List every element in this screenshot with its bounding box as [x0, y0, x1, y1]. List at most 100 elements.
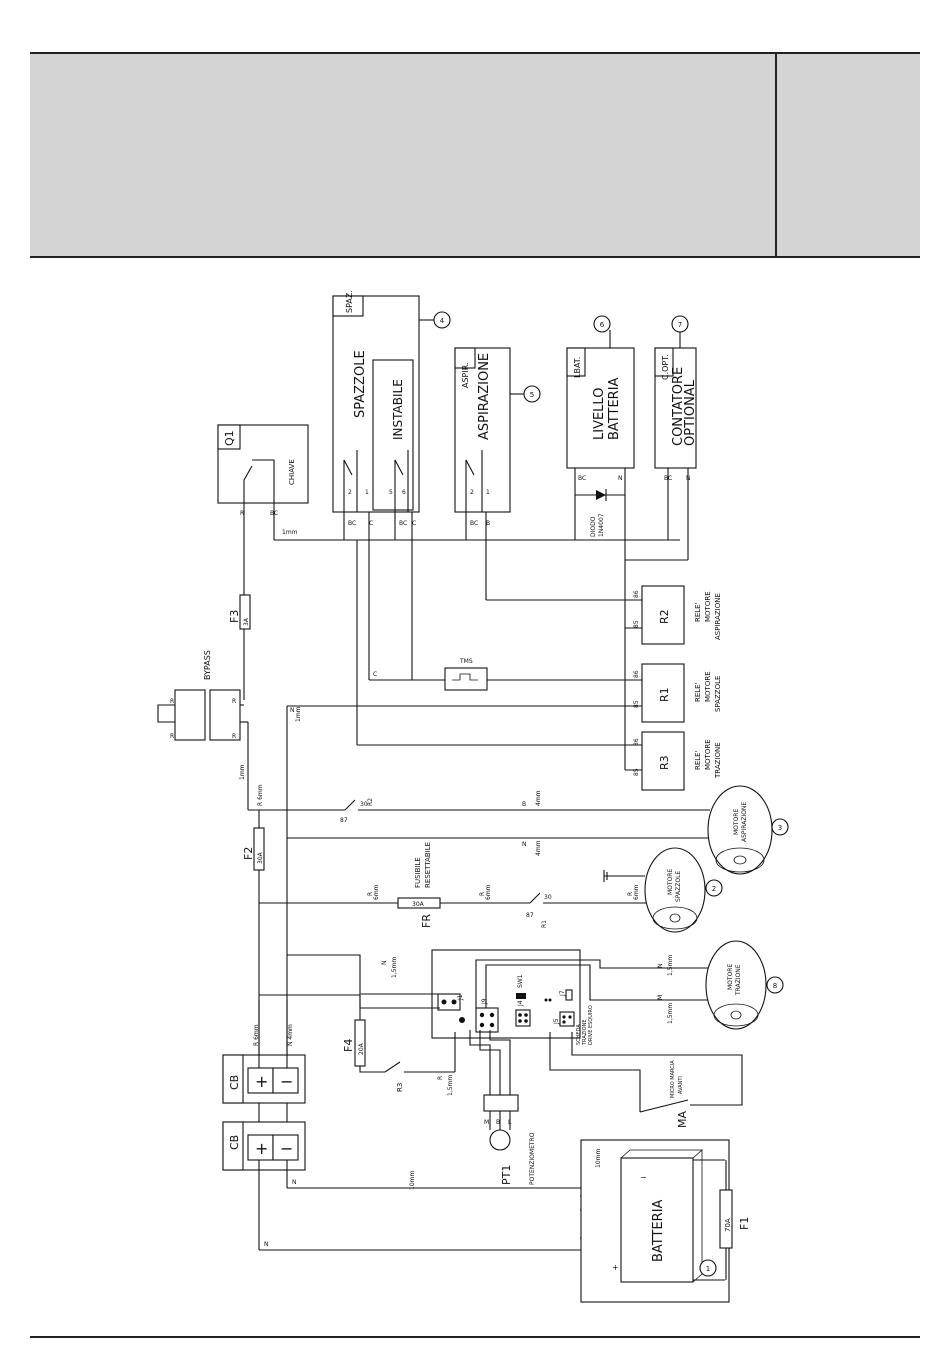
motor-trazione: MOTORE TRAZIONE [705, 940, 768, 1030]
callout: 5 [523, 385, 541, 403]
wire-gauge: 10mm [595, 1149, 602, 1168]
wire-label: N [292, 1179, 297, 1186]
wire-label: R [232, 733, 236, 740]
relay-pin: 85 [633, 700, 640, 708]
wire-gauge: 6mm [373, 884, 380, 900]
title-block [30, 52, 920, 258]
relay-pin: 86 [633, 738, 640, 746]
wire-label: C [373, 671, 377, 678]
wire-gauge: 1mm [239, 764, 246, 780]
callout: 8 [766, 976, 784, 994]
callout-number: 4 [440, 317, 445, 325]
callout: 2 [705, 879, 723, 897]
wire-label: N [618, 475, 623, 482]
relay-pin: 86 [633, 590, 640, 598]
wire-label: N [290, 707, 295, 714]
pin-label: 6 [402, 489, 406, 496]
wire-gauge: 6mm [485, 884, 492, 900]
q1-label: Q1 [223, 430, 236, 446]
relay-id: R3 [658, 755, 671, 770]
battery-plus: + [612, 1263, 619, 1272]
wire-label: C [412, 520, 416, 527]
spaz-module: SPAZ. SPAZZOLE INSTABILE 2 1 5 6 [332, 290, 435, 513]
wire-label: M [657, 995, 664, 1000]
fuse-id: F4 [342, 1039, 355, 1052]
wire-gauge: 6mm [633, 884, 640, 900]
diode-1n4007: DIODO 1N4007 [575, 489, 625, 537]
board-text: SCHEDA [576, 1024, 582, 1045]
relay-pin: 87 [526, 912, 534, 919]
fuse-rating: 3A [243, 617, 250, 626]
motor-text: MOTORE [727, 964, 734, 990]
motor-aspirazione: MOTORE ASPIRAZIONE [707, 785, 780, 875]
relay-text: MOTORE [704, 671, 712, 702]
wire-label: BC [470, 520, 478, 527]
instabile-label: INSTABILE [391, 379, 405, 440]
minus-terminal: − [280, 1072, 293, 1091]
cb-id: CB [228, 1135, 241, 1150]
wire-label: R [437, 1076, 444, 1080]
wire-label: M [484, 1119, 489, 1126]
relay-id: R3 [396, 1083, 404, 1092]
fuse-rating: 30A [257, 851, 264, 864]
wire-label: B [486, 520, 490, 527]
wire-label: N [264, 1241, 269, 1248]
ma-id: MA [676, 1111, 689, 1128]
pin-label: 2 [470, 489, 474, 496]
wire-label: B [522, 801, 526, 808]
wire-label: N 4mm [287, 1024, 294, 1046]
circuit-breaker-lower: CB + − [222, 1121, 306, 1171]
wire-label: R [232, 698, 236, 705]
wire-label: R [170, 733, 174, 740]
aspir-module: ASPIR. ASPIRAZIONE 2 1 [454, 347, 524, 513]
fuse-text: RESETTABILE [424, 842, 432, 888]
title-block-main [30, 52, 777, 258]
wire-label: B [496, 1119, 500, 1126]
wire-label: BC [348, 520, 356, 527]
wire-label: R [240, 510, 244, 517]
switch-id: SW1 [517, 974, 524, 988]
chiave-label: CHIAVE [288, 459, 296, 485]
contatore-label: CONTATORE [671, 367, 686, 446]
wire-label: N [381, 961, 388, 966]
relay-text: RELE' [694, 602, 702, 622]
wire-gauge: 1,5mm [667, 955, 674, 976]
circuit-breaker-upper: CB + − R 6mm N 4mm [222, 1024, 306, 1104]
wire-label: N [522, 841, 527, 848]
motor-text: MOTORE [667, 869, 674, 895]
battery-label: BATTERIA [651, 1199, 666, 1262]
livello-batteria-label: BATTERIA [607, 377, 622, 440]
board-text: DRIVE ESQUIRO [588, 1005, 594, 1045]
wire-label: R [479, 892, 486, 896]
callout: 4 [433, 311, 451, 329]
relay-pin: 87 [340, 817, 348, 824]
footer-rule [30, 1336, 920, 1338]
optional-label: OPTIONAL [683, 379, 698, 446]
callout-number: 5 [530, 391, 534, 399]
wire-label: BC [399, 520, 407, 527]
aspirazione-label: ASPIRAZIONE [477, 353, 492, 440]
relay-id: R2 [367, 798, 374, 806]
connector-id: J4 [517, 1000, 524, 1007]
wire-gauge: 10mm [409, 1171, 416, 1190]
wire-label: R [367, 892, 374, 896]
wire-label: L [508, 1119, 512, 1126]
relay-pin: 30 [360, 801, 368, 808]
micro-switch-ma: MA MICRO MARCIA AVANTI [639, 1060, 689, 1128]
fuse-f3: 3A F3 [228, 594, 251, 630]
relay-pin: 85 [633, 620, 640, 628]
key-switch-q1: Q1 CHIAVE R BC [217, 424, 309, 517]
pin-label: 5 [389, 489, 393, 496]
fuse-id: F2 [242, 847, 255, 860]
callout-number: 8 [773, 982, 777, 990]
motor-text: SPAZZOLE [675, 871, 682, 902]
callout-number: 3 [778, 824, 782, 832]
relay-text: ASPIRAZIONE [714, 593, 722, 640]
battery: BATTERIA + − 10mm 70A F1 [580, 1139, 751, 1303]
connector-id: J1 [457, 994, 464, 1001]
diode-label: DIODO [590, 516, 597, 537]
relay-pin: 30 [544, 894, 552, 901]
plus-terminal: + [255, 1139, 268, 1158]
wire-gauge: 1,5mm [391, 957, 398, 978]
relay-r1: R1 RELE' MOTORE SPAZZOLE 86 85 [633, 663, 722, 723]
